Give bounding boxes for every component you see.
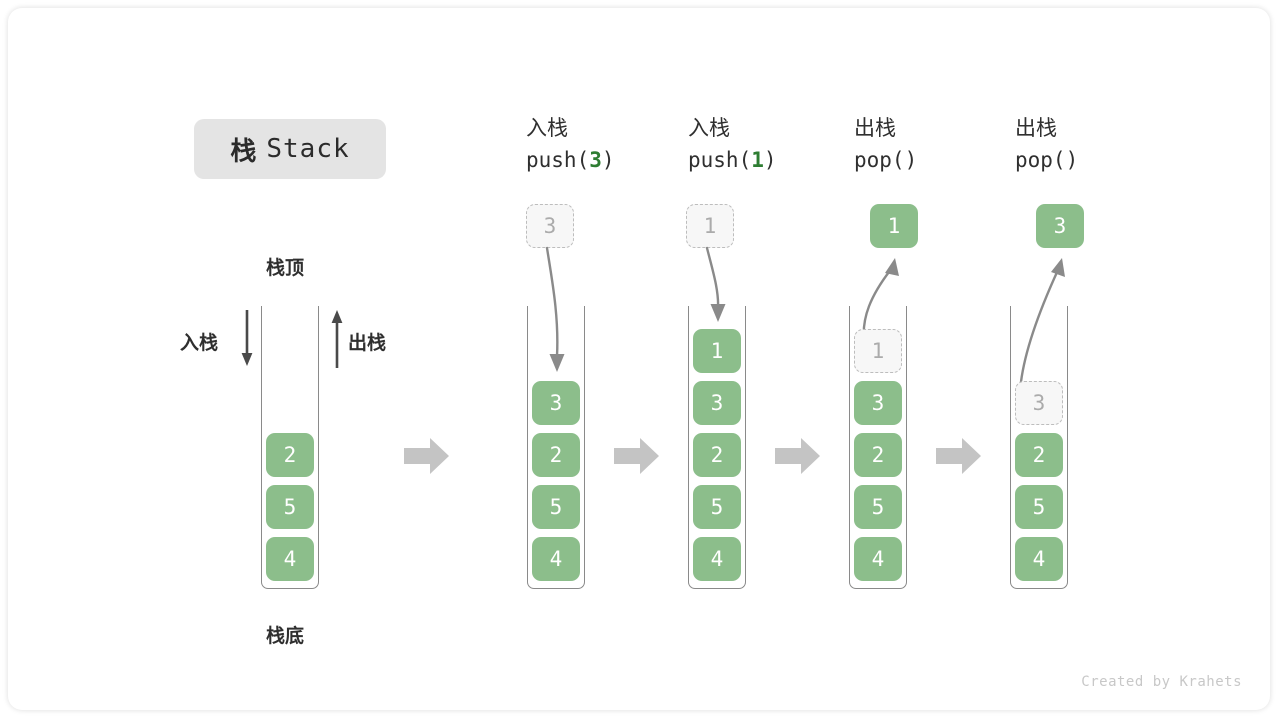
stack-tube <box>261 306 319 589</box>
op-code-suffix: ) <box>601 148 615 172</box>
op-code-suffix: ) <box>1065 148 1079 172</box>
stack-cell: 1 <box>693 329 741 373</box>
stack-cell: 2 <box>266 433 314 477</box>
label-stack-bottom: 栈底 <box>266 626 305 647</box>
stack-cell: 2 <box>1015 433 1063 477</box>
op-label-cn: 出栈 <box>854 117 896 140</box>
op-code-prefix: pop( <box>854 148 905 172</box>
stack-cell: 4 <box>854 537 902 581</box>
transition-arrow-icon <box>775 438 820 474</box>
popped-cell: 3 <box>1036 204 1084 248</box>
stack-cell: 3 <box>693 381 741 425</box>
op-label-cn: 入栈 <box>526 117 568 140</box>
title-en: Stack <box>266 134 350 164</box>
stack-cell: 2 <box>693 433 741 477</box>
ghost-cell-incoming: 1 <box>686 204 734 248</box>
title-cn: 栈 <box>230 135 257 166</box>
label-push-left: 入栈 <box>180 333 219 354</box>
stack-cell: 4 <box>693 537 741 581</box>
op-code-arg: 1 <box>751 148 764 172</box>
op-header-pop-2: 出栈 pop() <box>1015 114 1185 176</box>
stack-tube <box>849 306 907 589</box>
label-stack-top: 栈顶 <box>266 258 305 279</box>
op-label-code: pop() <box>854 144 1024 176</box>
stack-cell: 4 <box>1015 537 1063 581</box>
popped-cell: 1 <box>870 204 918 248</box>
op-header-push-3: 入栈 push(3) <box>526 114 696 176</box>
op-code-prefix: push( <box>526 148 590 172</box>
op-label-code: push(3) <box>526 144 696 176</box>
stack-cell: 2 <box>532 433 580 477</box>
pop-direction-arrow-icon <box>331 310 343 368</box>
transition-arrow-icon <box>936 438 981 474</box>
op-code-arg: 3 <box>589 148 602 172</box>
stack-tube <box>688 306 746 589</box>
stack-cell: 4 <box>266 537 314 581</box>
label-pop-left: 出栈 <box>348 333 387 354</box>
stack-cell: 4 <box>532 537 580 581</box>
op-label-cn: 出栈 <box>1015 117 1057 140</box>
transition-arrow-icon <box>404 438 449 474</box>
push-flow-arrow-icon <box>545 246 565 372</box>
op-code-prefix: push( <box>688 148 752 172</box>
stack-cell: 5 <box>532 485 580 529</box>
push-direction-arrow-icon <box>241 310 253 366</box>
push-flow-arrow-icon <box>705 246 726 322</box>
stack-tube <box>527 306 585 589</box>
op-label-cn: 入栈 <box>688 117 730 140</box>
stack-cell: 5 <box>266 485 314 529</box>
stack-cell: 5 <box>854 485 902 529</box>
ghost-cell-incoming: 3 <box>526 204 574 248</box>
stack-cell: 3 <box>532 381 580 425</box>
op-code-suffix: ) <box>763 148 777 172</box>
ghost-cell-removed: 1 <box>854 329 902 373</box>
diagram-title-chip: 栈 Stack <box>194 119 386 179</box>
stack-cell: 5 <box>693 485 741 529</box>
stack-tube <box>1010 306 1068 589</box>
diagram-canvas: 栈 Stack 栈顶 入栈 出栈 2 5 4 栈底 入栈 push(3) 3 3 <box>8 8 1270 710</box>
op-code-prefix: pop( <box>1015 148 1066 172</box>
credit-text: Created by Krahets <box>1081 674 1242 690</box>
op-code-suffix: ) <box>904 148 918 172</box>
op-header-pop-1: 出栈 pop() <box>854 114 1024 176</box>
op-header-push-1: 入栈 push(1) <box>688 114 858 176</box>
pop-flow-arrow-icon <box>1018 258 1065 394</box>
stack-cell: 5 <box>1015 485 1063 529</box>
ghost-cell-removed: 3 <box>1015 381 1063 425</box>
stack-cell: 2 <box>854 433 902 477</box>
op-label-code: push(1) <box>688 144 858 176</box>
transition-arrow-icon <box>614 438 659 474</box>
op-label-code: pop() <box>1015 144 1185 176</box>
stack-cell: 3 <box>854 381 902 425</box>
